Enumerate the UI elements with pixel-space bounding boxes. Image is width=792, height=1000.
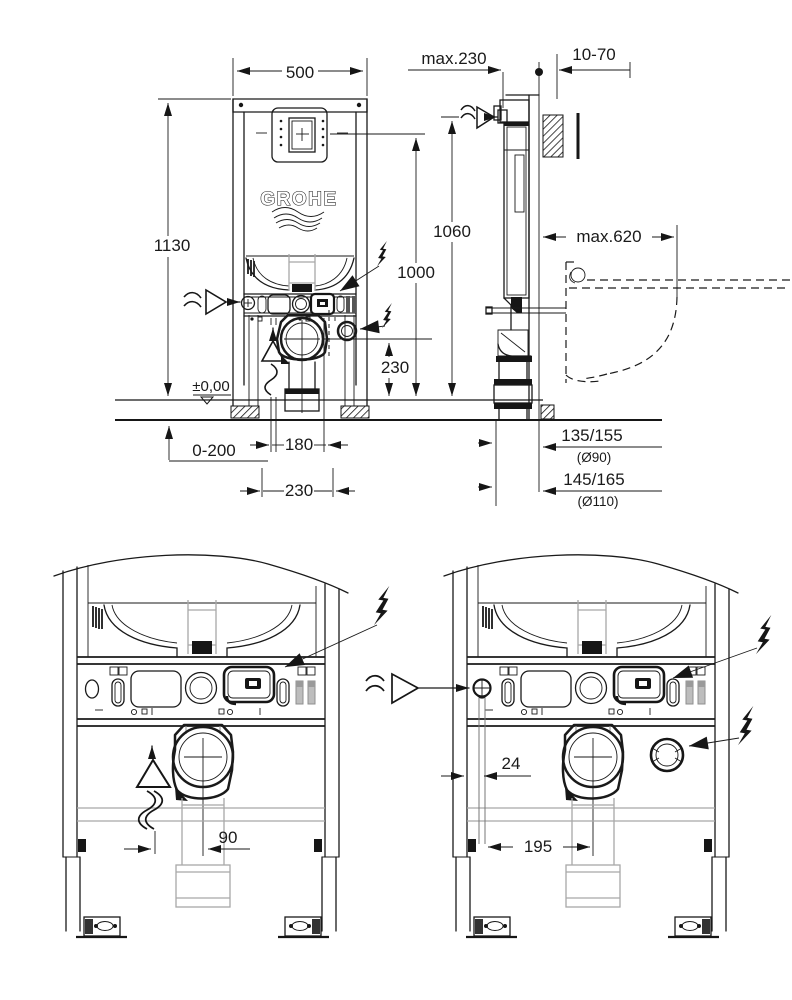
dim-outlet-110-note: (Ø110): [577, 494, 618, 509]
dim-outlet-110: 145/165: [563, 470, 624, 489]
dim-outlet-90-note: (Ø90): [577, 450, 612, 465]
conduit-opening: [336, 320, 358, 342]
dim-max-depth: max.230: [421, 49, 486, 68]
dim-outlet-center-offset: 90: [219, 828, 238, 847]
wc-pan-outline: [565, 261, 790, 383]
dim-frame-height: 1130: [154, 236, 191, 255]
grohe-logo: GROHE: [260, 188, 337, 232]
dim-inlet-height: 1060: [433, 222, 471, 241]
flush-plate-shaft: [256, 107, 348, 163]
dim-finish-range: 10-70: [572, 45, 615, 64]
detail-view-left: 90: [52, 553, 390, 939]
mechanism-panel: [240, 292, 356, 322]
electric-bolt-icon: [359, 303, 392, 334]
floor-level-label: ±0,00: [192, 378, 229, 395]
wall-reference-dot: [535, 68, 543, 76]
electrical-conduit-opening: [649, 737, 685, 773]
water-supply-icon: [365, 672, 470, 705]
floor-level-icon: ±0,00: [192, 378, 231, 405]
side-view: max.230 10-70: [408, 45, 790, 509]
electric-bolt-icon: [339, 241, 387, 292]
dim-floor-buildup: 0-200: [192, 441, 235, 460]
dim-outlet-height: 230: [381, 358, 409, 377]
water-supply-icon: [183, 288, 241, 316]
front-view: GROHE: [115, 58, 662, 500]
electric-bolt-icon: [672, 615, 772, 679]
dim-inlet-to-outlet: 195: [524, 837, 552, 856]
waste-outlet: [275, 313, 329, 413]
dim-frame-width: 500: [286, 63, 314, 82]
electric-bolt-icon: [284, 586, 390, 668]
electric-bolt-icon: [688, 706, 754, 750]
grohe-logo-text: GROHE: [260, 189, 337, 210]
detail-view-right: 24 195: [365, 553, 772, 939]
frame-profile: [485, 94, 566, 421]
dim-max-wc-depth: max.620: [576, 227, 641, 246]
dim-duct-width: 230: [285, 481, 313, 500]
dim-outlet-90: 135/155: [561, 426, 622, 445]
wall-finish-hatch: [542, 114, 564, 158]
water-supply-icon: [460, 104, 498, 130]
drain-symbol-icon: [135, 745, 172, 830]
dim-plate-center-height: 1000: [397, 263, 435, 282]
dim-pipe-spacing: 180: [285, 435, 313, 454]
dim-inlet-edge-offset: 24: [502, 754, 521, 773]
